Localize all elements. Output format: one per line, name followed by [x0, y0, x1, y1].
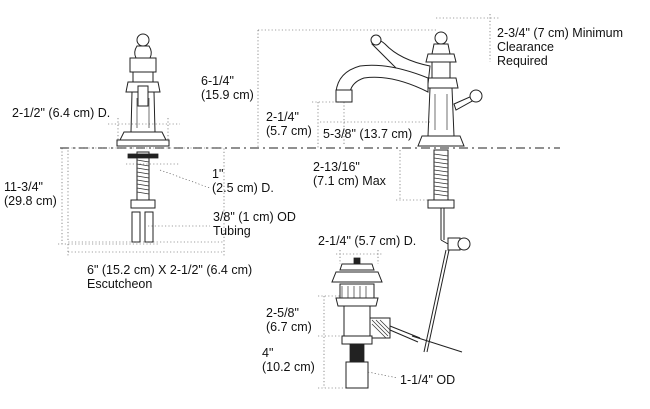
- label-deck-max: 2-13/16" (7.1 cm) Max: [313, 160, 386, 188]
- front-view-faucet: [67, 33, 225, 243]
- label-shank-diameter: 1" (2.5 cm) D.: [212, 167, 274, 195]
- right-dimension-lines: [257, 14, 500, 201]
- label-tubing: 3/8" (1 cm) OD Tubing: [213, 210, 296, 238]
- label-total-depth: 11-3/4" (29.8 cm): [4, 180, 57, 208]
- label-escutcheon: 6" (15.2 cm) X 2-1/2" (6.4 cm) Escutcheo…: [87, 263, 253, 291]
- label-spout-height: 6-1/4" (15.9 cm): [201, 74, 254, 102]
- label-tailpiece-length: 4" (10.2 cm): [262, 346, 315, 374]
- side-view-faucet: [335, 31, 483, 353]
- label-clearance: 2-3/4" (7 cm) Minimum Clearance Required: [497, 26, 623, 68]
- label-spout-rise: 2-1/4" (5.7 cm): [266, 110, 312, 138]
- label-tail-od: 1-1/4" OD: [400, 373, 456, 387]
- label-drain-diameter: 2-1/4" (5.7 cm) D.: [318, 234, 417, 248]
- left-dimension-lines: [58, 118, 225, 256]
- drain-assembly: [331, 257, 421, 389]
- label-drain-height: 2-5/8" (6.7 cm): [266, 306, 312, 334]
- label-base-diameter: 2-1/2" (6.4 cm) D.: [12, 106, 111, 120]
- label-spout-reach: 5-3/8" (13.7 cm): [323, 127, 413, 141]
- drain-dimension-lines: [318, 250, 399, 389]
